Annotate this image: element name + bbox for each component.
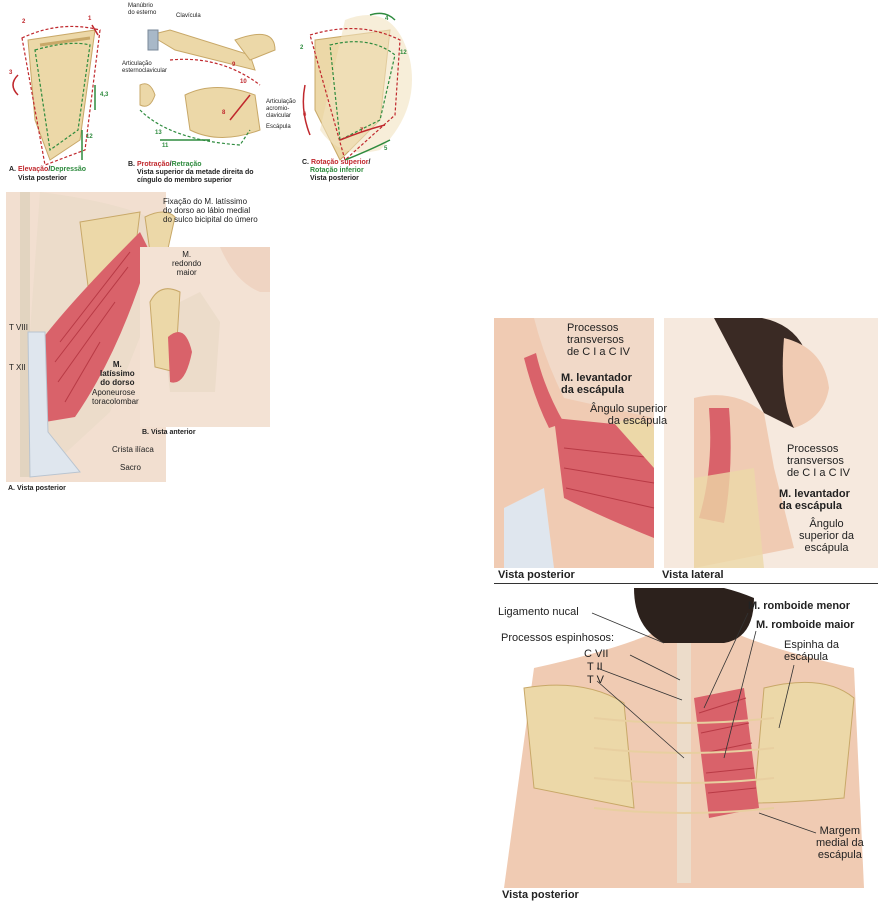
- caption-posterior-view: Vista posterior: [498, 569, 575, 581]
- panel-letter: A.: [9, 166, 16, 173]
- label-levantador-left: M. levantador da escápula: [561, 372, 632, 396]
- label-levantador-right: M. levantador da escápula: [779, 488, 850, 512]
- number-label: 3: [9, 70, 13, 76]
- label-sacro: Sacro: [120, 463, 141, 472]
- label-redondo-maior: M. redondo maior: [172, 250, 202, 277]
- label-latissimo-do-dorso: M. latíssimo do dorso: [100, 360, 135, 387]
- caption-depression: Depressão: [50, 166, 87, 173]
- caption-protraction: Protração: [136, 161, 170, 168]
- number-label: 5: [384, 146, 388, 152]
- rhomboid-figure: Ligamento nucal Processos espinhosos: C …: [494, 588, 878, 907]
- panel-a-caption: A. Elevação/Depressão: [9, 166, 86, 174]
- number-label: 2: [22, 19, 26, 25]
- number-label: 4,3: [100, 92, 109, 98]
- number-label: 12: [400, 50, 407, 56]
- number-label: 2: [300, 45, 304, 51]
- latissimus-figure: Fixação do M. latíssimo do dorso ao lábi…: [0, 192, 280, 497]
- label-margem-medial: Margem medial da escápula: [816, 825, 864, 861]
- scapular-movements-figure: 1 2 3 4,3 12 A. Elevação/Depressão Vista…: [0, 0, 430, 190]
- label-crista-iliaca: Crista ilíaca: [112, 445, 154, 454]
- panel-letter: C.: [302, 159, 309, 166]
- number-label: 1: [88, 16, 92, 22]
- label-c-vii: C VII: [584, 648, 609, 660]
- caption-posterior-view: A. Vista posterior: [8, 485, 66, 492]
- panel-b-caption: B. Protração/Retração: [128, 161, 202, 169]
- label-t-viii: T VIII: [9, 323, 28, 332]
- label-fixacao-latissimo: Fixação do M. latíssimo do dorso ao lábi…: [163, 197, 258, 224]
- caption-retraction: Retração: [171, 161, 202, 168]
- label-t-ii: T II: [587, 661, 603, 673]
- caption-lateral-view: Vista lateral: [662, 569, 724, 581]
- caption-slash: /: [169, 161, 172, 168]
- caption-anterior-view: B. Vista anterior: [142, 429, 196, 436]
- levator-illustration: [494, 318, 878, 568]
- rhomboid-leader-lines: [591, 612, 817, 834]
- caption-superior-rotation: Rotação superior: [310, 159, 369, 166]
- caption-posterior-view: Vista posterior: [502, 889, 579, 901]
- caption-inferior-rotation: Rotação inferior: [310, 167, 364, 174]
- rhomboid-illustration: [494, 588, 878, 888]
- label-romboide-maior: M. romboide maior: [756, 619, 855, 631]
- number-label: 4: [385, 16, 389, 22]
- panel-c-caption: C. Rotação superior/: [302, 159, 370, 167]
- caption-elevation: Elevação: [17, 166, 49, 173]
- label-manubrio: Manúbrio do esterno: [128, 3, 157, 16]
- label-articulacao-esternoclavicular: Articulação esternoclavicular: [122, 61, 168, 74]
- label-articulacao-acromioclavicular: Articulação acromio- clavicular: [266, 99, 296, 119]
- label-angulo-superior-left: Ângulo superior da escápula: [590, 403, 668, 427]
- figure-divider: [494, 583, 878, 584]
- number-label: 11: [162, 143, 169, 149]
- label-aponeurose-toracolombar: Aponeurose toracolombar: [92, 388, 139, 406]
- number-label: 10: [240, 79, 247, 85]
- number-label: 13: [155, 130, 162, 136]
- caption-slash: /: [368, 159, 371, 166]
- label-processos-espinhosos: Processos espinhosos:: [501, 632, 615, 644]
- number-label: 7: [360, 128, 364, 134]
- number-label: 8: [222, 110, 226, 116]
- label-t-xii: T XII: [9, 363, 26, 372]
- caption-slash: /: [48, 166, 51, 173]
- label-processos-transversos-left: Processos transversos de C I a C IV: [567, 322, 630, 358]
- label-clavicula: Clavícula: [176, 13, 201, 19]
- label-escapula: Escápula: [266, 124, 291, 130]
- levator-figure: Processos transversos de C I a C IV M. l…: [494, 318, 878, 584]
- label-processos-transversos-right: Processos transversos de C I a C IV: [787, 443, 850, 479]
- label-espinha-escapula: Espinha da escápula: [784, 639, 840, 663]
- number-label: 12: [86, 134, 93, 140]
- number-label: 6: [303, 112, 307, 118]
- label-romboide-menor: M. romboide menor: [748, 600, 851, 612]
- number-label: 9: [232, 62, 236, 68]
- scapular-movements-illustration: [12, 12, 412, 166]
- panel-letter: B.: [128, 161, 135, 168]
- panel-a-view: Vista posterior: [18, 175, 67, 182]
- panel-c-view: Vista posterior: [310, 175, 359, 182]
- latissimus-illustration: [6, 192, 270, 482]
- label-angulo-superior-right: Ângulo superior da escápula: [799, 518, 855, 554]
- label-ligamento-nucal: Ligamento nucal: [498, 606, 579, 618]
- panel-b-view: Vista superior da metade direita do cíng…: [137, 169, 254, 184]
